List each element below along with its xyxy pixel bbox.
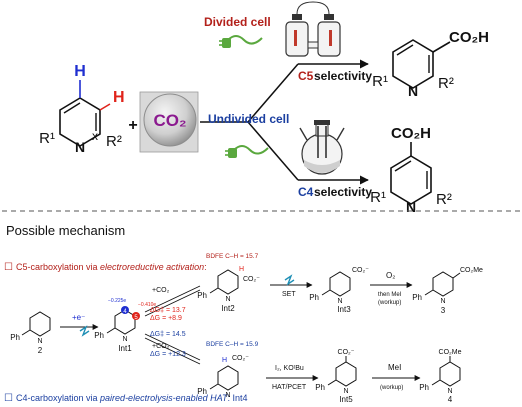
divided-cell-icon	[285, 1, 341, 57]
product-4-co2me: CO₂Me	[439, 349, 462, 356]
dg-c5: ΔG = +8.9	[150, 315, 182, 322]
r2-label: R²	[106, 133, 122, 150]
c4-product-acid: CO₂H	[391, 125, 431, 142]
int3: Ph N Int3 CO₂⁻	[309, 267, 369, 314]
badge-5: 5	[134, 315, 138, 321]
i2-kotbu-label: I₂, KOᵗBu	[275, 365, 304, 372]
c5-product-n: N	[408, 83, 418, 99]
plus-co2-lower: +CO₂	[152, 343, 170, 350]
int3-n: N	[337, 298, 342, 305]
product-4-ph: Ph	[419, 383, 429, 392]
int3-co2: CO₂⁻	[352, 267, 369, 274]
nitrogen-label: N	[75, 139, 85, 155]
c5-product: CO₂H R¹ N R²	[372, 29, 489, 99]
r1-label: R¹	[39, 130, 55, 147]
divided-cell-label: Divided cell	[204, 15, 271, 29]
dg-act-c4: ΔG‡ = 14.5	[150, 331, 186, 338]
hat-pcet-label: HAT/PCET	[272, 384, 307, 391]
int1-label: Int1	[118, 344, 132, 353]
int2-label: Int2	[221, 304, 235, 313]
mechanism-heading: Possible mechanism	[6, 223, 125, 238]
co2-badge-label: CO₂	[153, 111, 186, 130]
then-mei-label: then MeI	[378, 292, 402, 298]
int5-n: N	[343, 388, 348, 395]
undivided-cell-label: Undivided cell	[208, 112, 289, 126]
bdfe-c5: BDFE C–H = 15.7	[206, 253, 259, 260]
int2: Ph N Int2 H CO₂⁻	[197, 266, 260, 313]
product-4-n: N	[447, 388, 452, 395]
int2-h: H	[239, 266, 244, 273]
electron-icon	[79, 325, 90, 337]
int5-co2: CO₂⁻	[338, 349, 355, 356]
dg-act-c5: ΔG‡ = 13.7	[150, 307, 186, 314]
int2-n: N	[225, 296, 230, 303]
workup-label: (workup)	[378, 300, 401, 306]
c4-hydrogen: H	[74, 63, 86, 80]
int4-h: H	[222, 357, 227, 364]
c5-bullet: ☐	[4, 262, 13, 273]
plus-co2-upper: +CO₂	[152, 287, 170, 294]
c4-product-r2: R²	[436, 191, 452, 208]
charge-a: −0.225e	[108, 298, 126, 304]
c5-product-acid: CO₂H	[449, 29, 489, 46]
dg-c4: ΔG = +12.3	[150, 351, 186, 358]
electron-icon	[284, 274, 295, 286]
workup2-label: (workup)	[380, 385, 403, 391]
compound-2-ph: Ph	[10, 333, 20, 342]
mei-label: MeI	[388, 363, 401, 372]
c5-product-r2: R²	[438, 75, 454, 92]
c4-bullet: ☐	[4, 393, 13, 404]
compound-2-n: N	[37, 338, 42, 345]
electron-label-1: +e⁻	[72, 313, 85, 322]
c4-selectivity-a: C4	[298, 185, 314, 199]
int4-n: N	[225, 392, 230, 399]
product-3-n: N	[440, 298, 445, 305]
plug-icon	[219, 35, 263, 48]
int4-ph: Ph	[197, 387, 207, 396]
compound-2: Ph N 2	[10, 311, 51, 355]
int2-ph: Ph	[197, 291, 207, 300]
charge-b: −0.410e	[138, 302, 156, 308]
int5-label: Int5	[339, 395, 353, 404]
undivided-cell-icon	[299, 120, 345, 175]
c4-selectivity-b: selectivity	[314, 185, 372, 199]
int4: Ph N H CO₂⁻	[197, 355, 249, 399]
set-label: SET	[282, 291, 296, 298]
x-label: x	[92, 129, 98, 143]
product-3-co2me: CO₂Me	[460, 267, 483, 274]
plug-icon	[225, 145, 269, 158]
c5-selectivity-b: selectivity	[314, 69, 372, 83]
product-3-ph: Ph	[412, 293, 422, 302]
c5-hydrogen: H	[113, 89, 125, 106]
bdfe-c4: BDFE C–H = 15.9	[206, 341, 259, 348]
int4-co2: CO₂⁻	[232, 355, 249, 362]
compound-2-label: 2	[38, 346, 43, 355]
int1-n: N	[122, 336, 127, 343]
product-4: Ph N 4 CO₂Me	[419, 349, 461, 404]
badge-4: 4	[123, 309, 127, 315]
c4-product: CO₂H R¹ N R²	[370, 125, 452, 215]
o2-label: O₂	[386, 271, 395, 280]
int2-co2: CO₂⁻	[243, 276, 260, 283]
starting-pyridine: H H R¹ N x R²	[39, 63, 124, 155]
int5-ph: Ph	[315, 383, 325, 392]
c5-selectivity-a: C5	[298, 69, 314, 83]
c4-product-n: N	[406, 199, 416, 215]
plus-sign: +	[128, 117, 137, 134]
c4-product-r1: R¹	[370, 189, 386, 206]
c5-route-label: C5-carboxylation via electroreductive ac…	[16, 262, 207, 272]
co2-balloon-image: CO₂	[139, 91, 199, 153]
int3-ph: Ph	[309, 293, 319, 302]
product-4-label: 4	[448, 395, 453, 404]
int3-label: Int3	[337, 305, 351, 314]
product-3: Ph N 3 CO₂Me	[412, 267, 483, 315]
product-3-label: 3	[441, 306, 446, 315]
int1-ph: Ph	[94, 331, 104, 340]
int1: Ph N Int1 4 5 −0.225e −0.410e	[94, 298, 156, 353]
c4-route-label: C4-carboxylation via paired-electrolysis…	[16, 393, 247, 403]
int5: Ph N Int5 CO₂⁻	[315, 349, 357, 404]
c5-product-r1: R¹	[372, 73, 388, 90]
